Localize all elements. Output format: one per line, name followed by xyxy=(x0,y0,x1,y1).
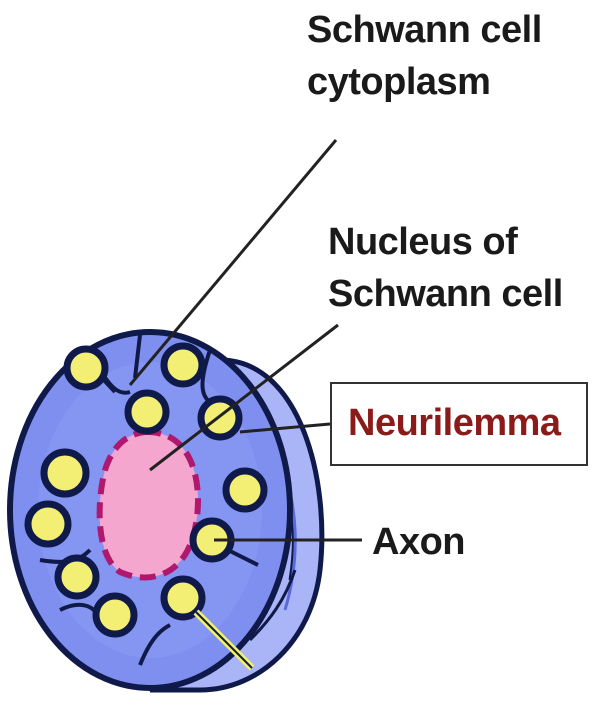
label-nucleus-of-schwann-cell: Nucleus of Schwann cell xyxy=(328,216,563,320)
axon-7 xyxy=(28,504,68,544)
leader-line-cytoplasm xyxy=(130,140,336,385)
label-cytoplasm-line-1: Schwann cell xyxy=(307,4,542,56)
schwann-nucleus xyxy=(100,432,198,578)
axon-6 xyxy=(226,471,264,509)
label-schwann-cell-cytoplasm: Schwann cell cytoplasm xyxy=(307,4,542,108)
label-nucleus-line-1: Nucleus of xyxy=(328,216,563,268)
label-axon: Axon xyxy=(372,519,465,565)
axon-9 xyxy=(58,558,96,596)
axon-3 xyxy=(128,393,166,431)
label-neurilemma: Neurilemma xyxy=(348,400,561,446)
axon-2 xyxy=(164,346,202,384)
axon-11 xyxy=(96,596,134,634)
label-cytoplasm-line-2: cytoplasm xyxy=(307,56,542,108)
axon-5 xyxy=(44,452,86,494)
label-nucleus-line-2: Schwann cell xyxy=(328,268,563,320)
